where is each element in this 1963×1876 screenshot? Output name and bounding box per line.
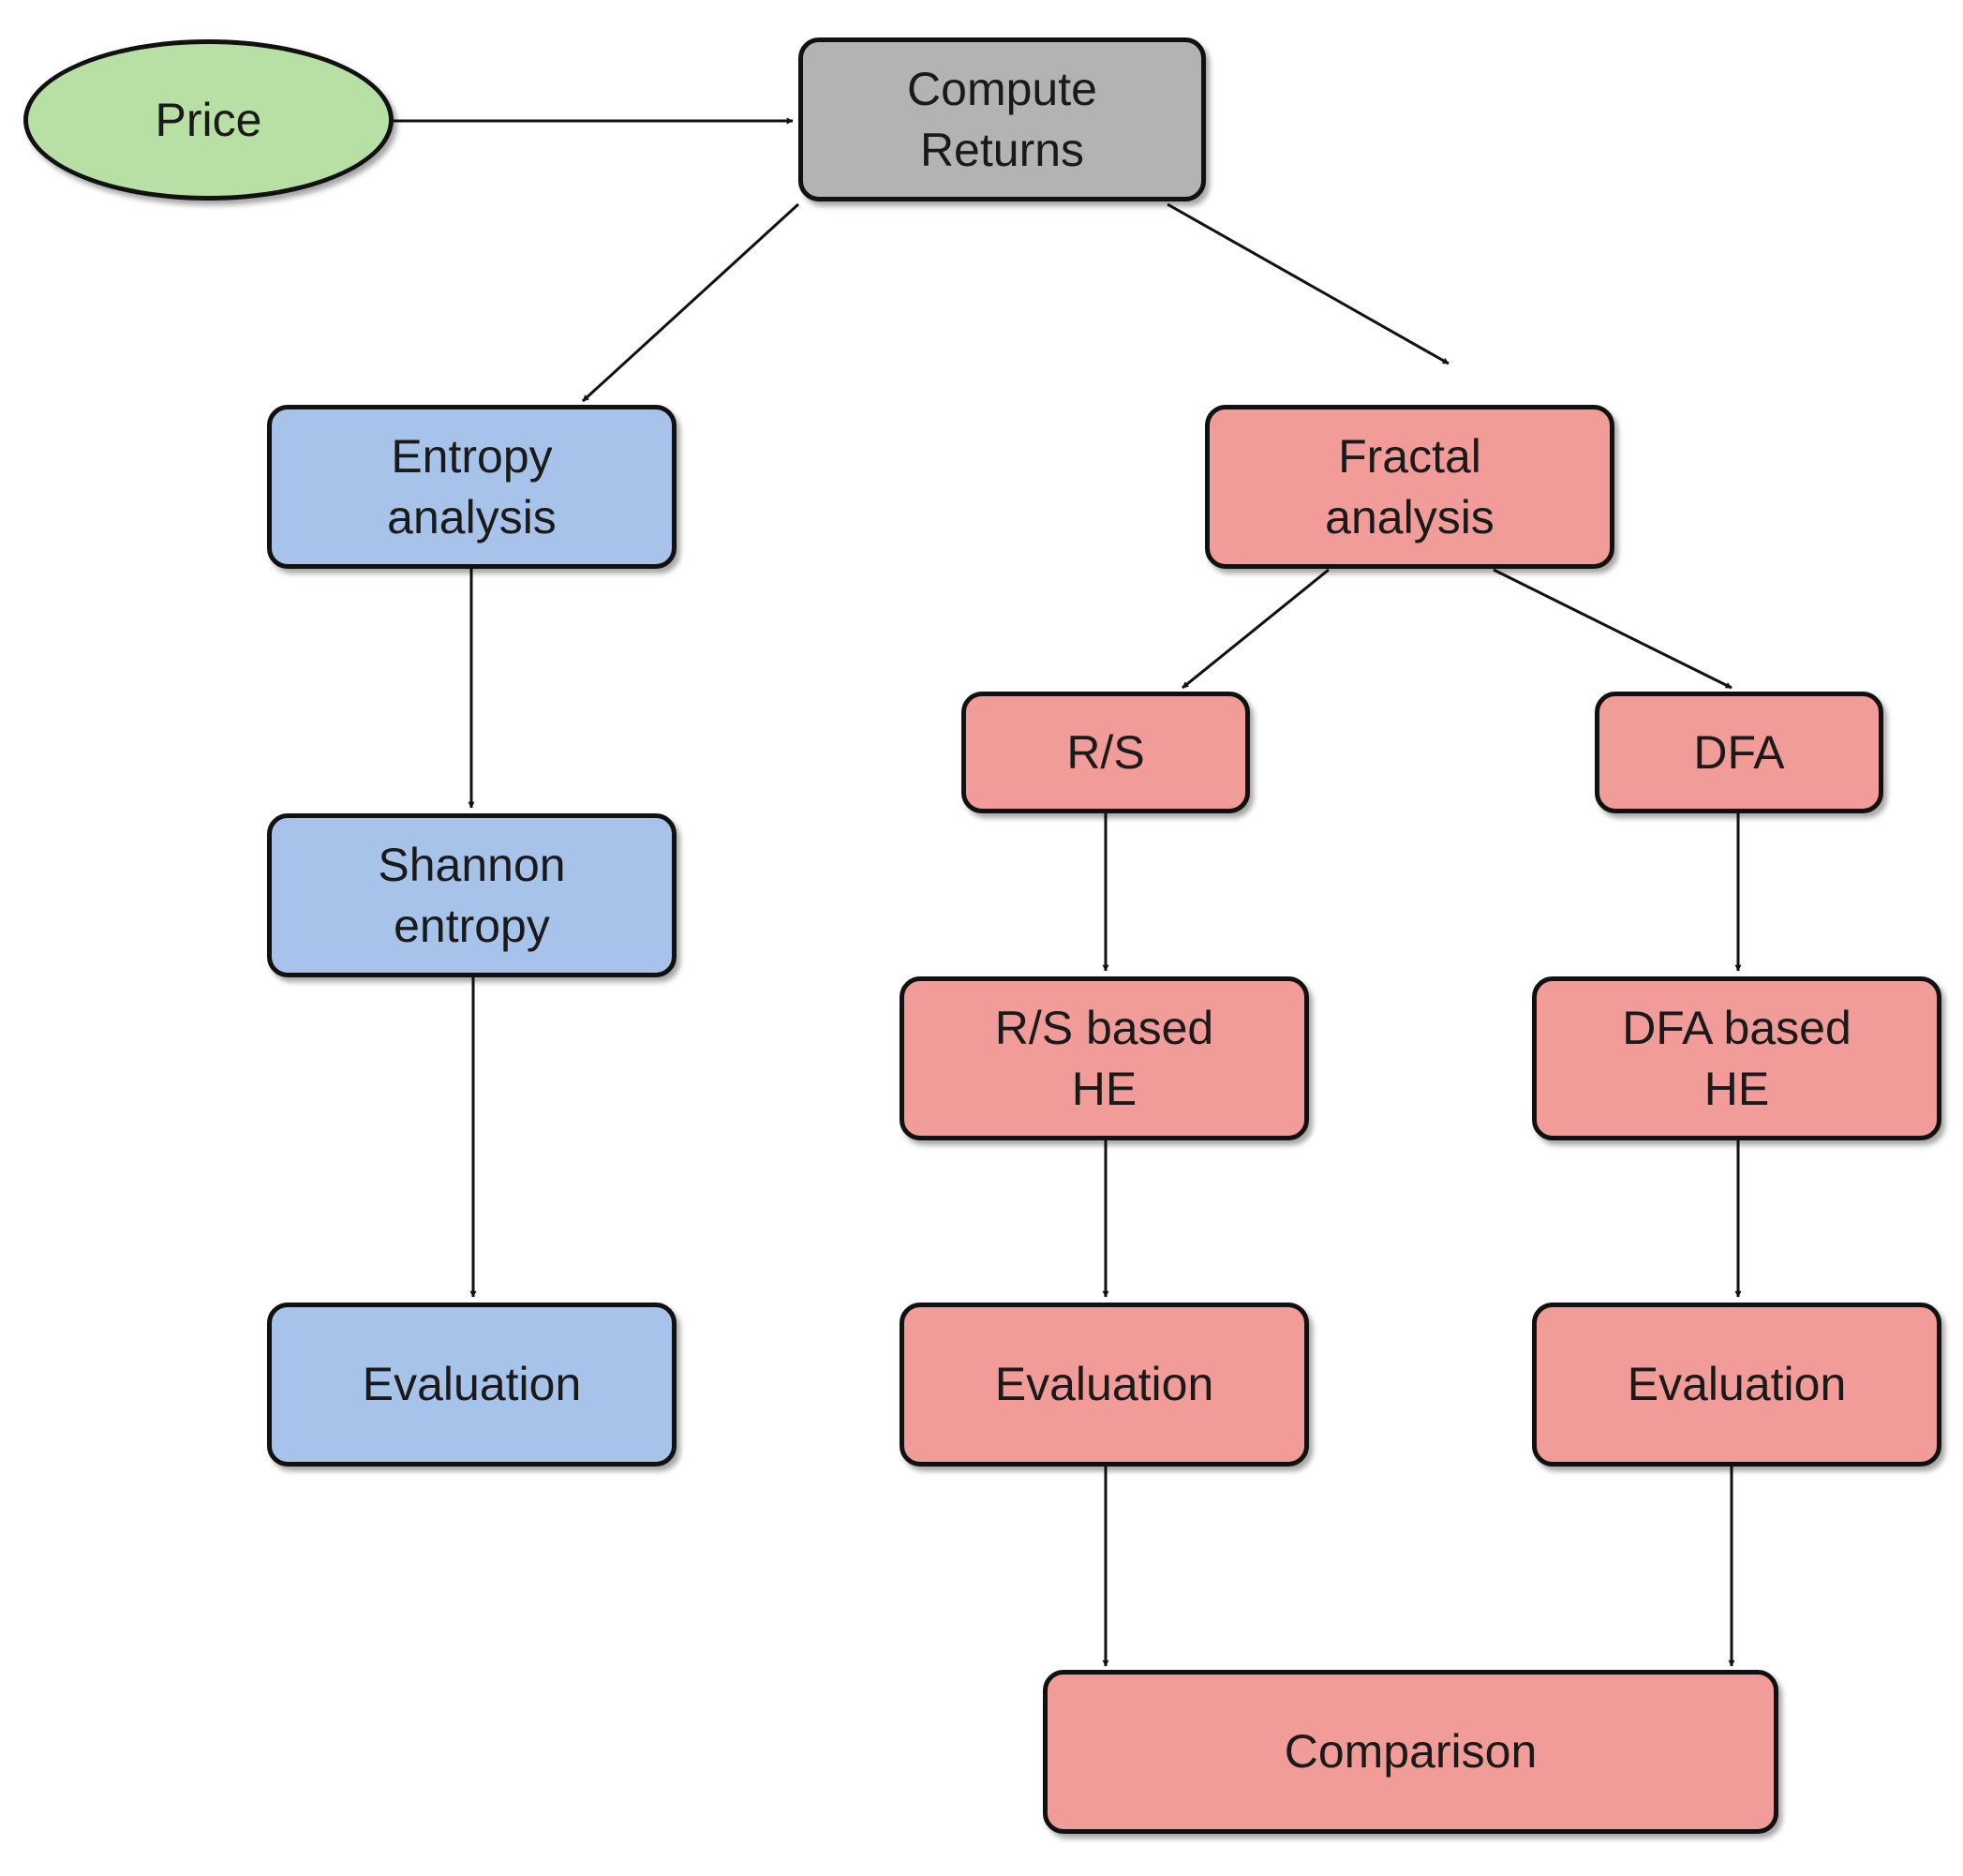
edge-compute-returns-to-fractal-analysis: [1167, 202, 1450, 365]
node-fractal-analysis-label: Fractal analysis: [1325, 429, 1495, 543]
node-rs-based-he: R/S based HE: [900, 976, 1309, 1140]
node-evaluation-rs: Evaluation: [900, 1303, 1309, 1467]
node-dfa-label: DFA: [1693, 725, 1785, 779]
node-shannon-entropy-label: Shannon entropy: [378, 838, 566, 952]
node-shannon-entropy: Shannon entropy: [267, 813, 677, 977]
node-compute-returns: Compute Returns: [798, 37, 1206, 201]
node-rs-based-he-label: R/S based HE: [994, 1001, 1214, 1115]
node-comparison-label: Comparison: [1284, 1725, 1538, 1778]
node-entropy-analysis-label: Entropy analysis: [387, 429, 557, 543]
edge-compute-returns-to-entropy-analysis: [581, 202, 800, 403]
node-comparison: Comparison: [1043, 1670, 1778, 1834]
edge-fractal-analysis-to-dfa: [1493, 568, 1732, 690]
edge-fractal-analysis-to-rs: [1182, 568, 1330, 690]
node-evaluation-entropy: Evaluation: [267, 1303, 677, 1467]
node-evaluation-rs-label: Evaluation: [994, 1358, 1214, 1410]
node-evaluation-dfa-label: Evaluation: [1627, 1358, 1847, 1410]
node-rs: R/S: [961, 692, 1250, 813]
node-evaluation-dfa: Evaluation: [1532, 1303, 1941, 1467]
node-price: Price: [23, 39, 394, 201]
node-entropy-analysis: Entropy analysis: [267, 405, 677, 569]
node-evaluation-entropy-label: Evaluation: [362, 1358, 582, 1410]
node-dfa: DFA: [1595, 692, 1883, 813]
node-dfa-based-he: DFA based HE: [1532, 976, 1941, 1140]
node-dfa-based-he-label: DFA based HE: [1622, 1001, 1851, 1115]
node-fractal-analysis: Fractal analysis: [1205, 405, 1614, 569]
node-rs-label: R/S: [1066, 725, 1145, 779]
node-compute-returns-label: Compute Returns: [907, 62, 1097, 176]
node-price-label: Price: [155, 93, 262, 146]
